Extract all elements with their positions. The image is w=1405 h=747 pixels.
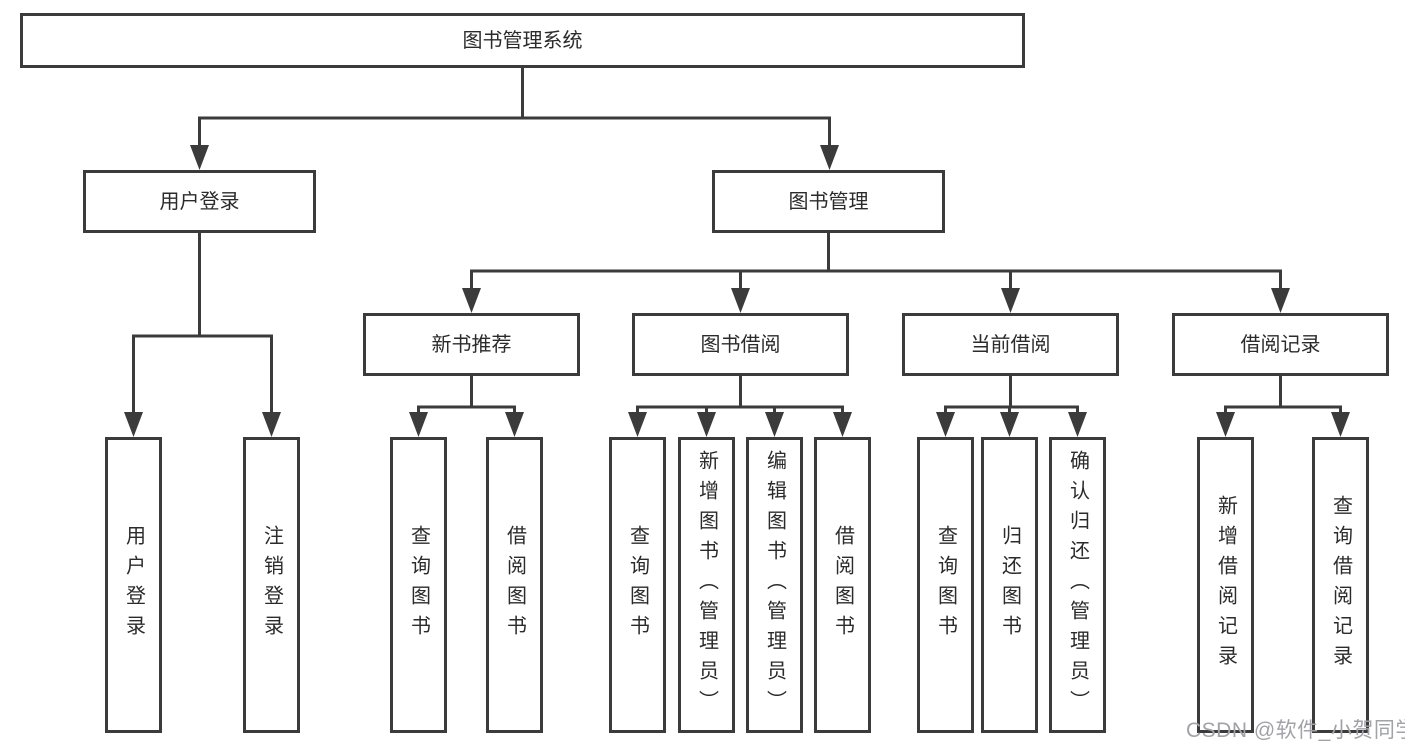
leaf-query-books-current: 查询图书 — [917, 437, 974, 733]
leaf-add-book-admin: 新增图书（管理员） — [678, 437, 735, 733]
leaf-confirm-return-admin: 确认归还（管理员） — [1049, 437, 1106, 733]
node-root: 图书管理系统 — [20, 13, 1025, 68]
leaf-borrow-books-borrow: 借阅图书 — [814, 437, 871, 733]
node-current-borrow: 当前借阅 — [902, 313, 1119, 376]
node-book-borrow: 图书借阅 — [632, 313, 849, 376]
node-borrow-records: 借阅记录 — [1172, 313, 1389, 376]
node-book-management: 图书管理 — [712, 170, 945, 233]
leaf-return-book: 归还图书 — [981, 437, 1038, 733]
leaf-edit-book-admin: 编辑图书（管理员） — [746, 437, 803, 733]
leaf-query-books-recommend: 查询图书 — [390, 437, 447, 733]
leaf-borrow-books-recommend: 借阅图书 — [486, 437, 543, 733]
leaf-user-login: 用户登录 — [105, 437, 162, 733]
watermark: CSDN @软件_小贺同学 — [1186, 719, 1405, 742]
leaf-add-borrow-record: 新增借阅记录 — [1197, 437, 1254, 733]
leaf-query-books-borrow: 查询图书 — [609, 437, 666, 733]
connector-arrowheads — [124, 145, 1350, 437]
leaf-query-borrow-record: 查询借阅记录 — [1312, 437, 1369, 733]
node-new-book-recommend: 新书推荐 — [363, 313, 580, 376]
leaf-logout: 注销登录 — [243, 437, 300, 733]
node-user-login: 用户登录 — [83, 170, 316, 233]
connector-paths — [132, 66, 1342, 414]
